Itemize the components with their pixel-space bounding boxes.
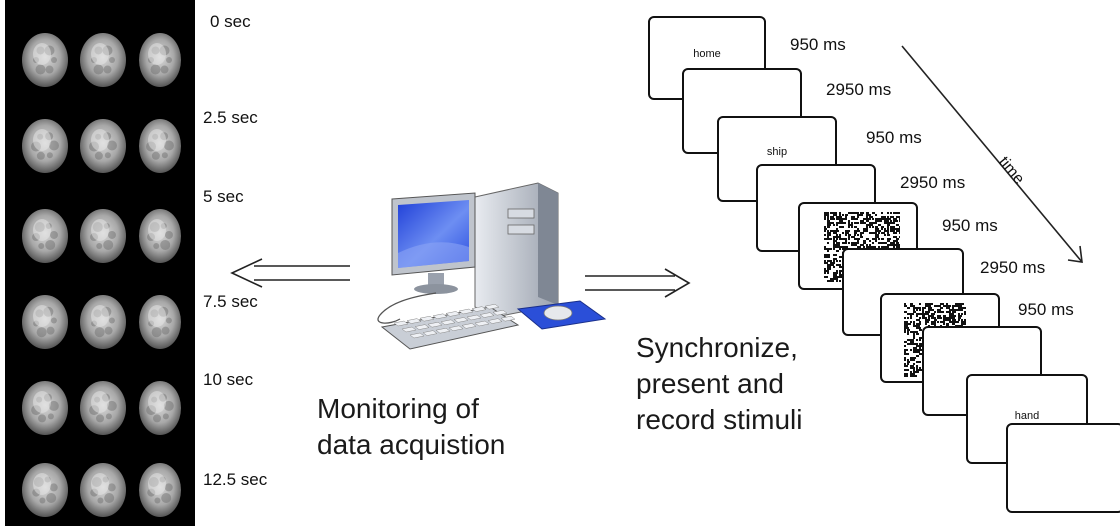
right-double-arrow <box>585 268 691 298</box>
stimulus-word: ship <box>766 146 788 158</box>
keyboard-key <box>422 330 438 336</box>
computer-caption-line1: Monitoring of <box>317 393 479 424</box>
keyboard-key <box>471 306 487 312</box>
stimulus-word: hand <box>1014 410 1040 422</box>
brain-slice-r3-c0 <box>22 295 68 349</box>
keyboard-key <box>401 326 417 333</box>
time-arrow-label: time <box>995 154 1028 188</box>
brain-slice-r0-c0 <box>22 33 68 87</box>
fmri-scan-strip <box>5 0 195 526</box>
keyboard-key <box>414 324 430 330</box>
keyboard-key <box>487 318 503 324</box>
brain-slice-r4-c2 <box>139 381 181 435</box>
computer-monitor <box>391 192 476 294</box>
brain-slice-r0-c2 <box>139 33 181 87</box>
time-arrow: time <box>901 45 1083 263</box>
computer-keyboard <box>380 303 520 350</box>
brain-slice-r1-c2 <box>139 119 181 173</box>
keyboard-key <box>458 308 474 315</box>
brain-slice-r2-c1 <box>80 209 126 263</box>
brain-slice-r5-c0 <box>22 463 68 517</box>
scan-time-label-0: 0 sec <box>210 12 251 31</box>
brain-slice-r0-c1 <box>80 33 126 87</box>
keyboard-key <box>500 315 516 322</box>
brain-slice-r4-c0 <box>22 381 68 435</box>
keyboard-key <box>466 314 482 321</box>
brain-slice-r2-c0 <box>22 209 68 263</box>
stimulus-card-9 <box>1006 423 1120 513</box>
keyboard-key <box>419 315 435 322</box>
stimulus-caption-line3: record stimuli <box>636 404 803 435</box>
brain-slice-r5-c2 <box>139 463 181 517</box>
keyboard-key <box>484 303 500 310</box>
computer-caption-line2: data acquistion <box>317 429 506 460</box>
brain-slice-r5-c1 <box>80 463 126 517</box>
brain-slice-r4-c1 <box>80 381 126 435</box>
keyboard-key <box>393 320 409 327</box>
left-double-arrow <box>230 258 350 288</box>
keyboard-key <box>406 318 422 324</box>
stimulus-caption-line1: Synchronize, <box>636 332 798 363</box>
brain-slice-r1-c1 <box>80 119 126 173</box>
brain-slice-r3-c1 <box>80 295 126 349</box>
stimulus-caption-line2: present and <box>636 368 784 399</box>
mouse-and-pad <box>516 300 607 330</box>
stimulus-card-2: ship <box>717 116 837 202</box>
scan-time-label-2: 5 sec <box>203 187 244 206</box>
duration-label-1: 2950 ms <box>826 80 892 99</box>
keyboard-key <box>427 321 443 328</box>
scan-time-label-1: 2.5 sec <box>203 108 258 127</box>
keyboard-key <box>409 332 425 339</box>
keyboard-key <box>474 320 490 327</box>
keyboard-key <box>479 312 495 318</box>
computer-tower <box>474 182 559 318</box>
keyboard-key <box>445 311 461 317</box>
keyboard-key <box>461 323 477 329</box>
duration-label-5: 2950 ms <box>980 258 1046 277</box>
keyboard-key <box>448 325 464 332</box>
duration-label-4: 950 ms <box>942 216 998 235</box>
brain-slice-r1-c0 <box>22 119 68 173</box>
duration-label-0: 950 ms <box>790 35 846 54</box>
scan-time-label-3: 7.5 sec <box>203 292 258 311</box>
scan-time-label-5: 12.5 sec <box>203 470 268 489</box>
brain-slice-r2-c2 <box>139 209 181 263</box>
scan-time-label-4: 10 sec <box>203 370 254 389</box>
keyboard-key <box>453 317 469 323</box>
computer-illustration <box>377 182 607 350</box>
keyboard-key <box>440 319 456 326</box>
keyboard-key <box>435 327 451 334</box>
keyboard-key <box>432 313 448 320</box>
stimulus-word: home <box>693 48 721 60</box>
keyboard-key <box>492 309 508 316</box>
brain-slice-r3-c2 <box>139 295 181 349</box>
duration-label-6: 950 ms <box>1018 300 1074 319</box>
duration-label-3: 2950 ms <box>900 173 966 192</box>
duration-label-2: 950 ms <box>866 128 922 147</box>
